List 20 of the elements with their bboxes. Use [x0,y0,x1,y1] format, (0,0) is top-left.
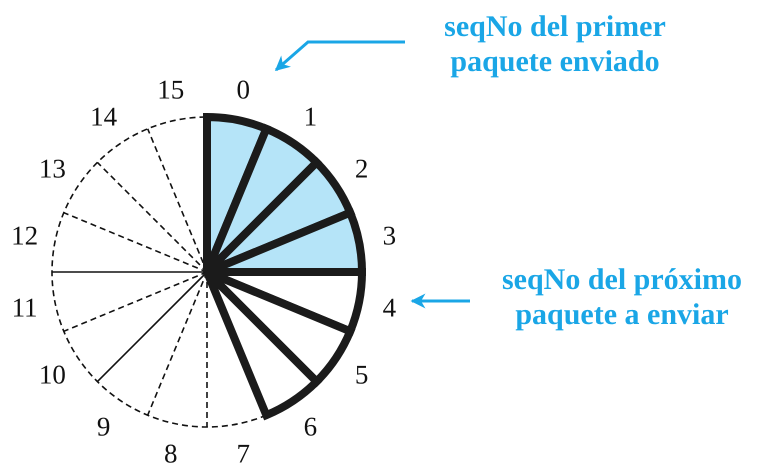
sequence-number: 14 [90,104,118,131]
sequence-number: 0 [236,76,250,104]
sequence-number: 1 [304,104,318,131]
callout-text: seqNo del primer paquete enviado [405,10,705,79]
sequence-number: 8 [164,440,178,467]
sequence-number: 13 [38,155,66,182]
sequence-number: 6 [304,413,318,440]
sequence-number: 4 [382,294,396,322]
sequence-number: 5 [354,362,368,389]
sequence-number: 7 [236,440,250,467]
sequence-number: 10 [38,362,66,389]
sequence-number: 3 [382,222,396,250]
sequence-number: 12 [11,222,38,250]
callout-text: seqNo del próximo paquete a enviar [468,263,776,332]
callout-arrow [410,294,470,308]
sequence-number: 15 [157,76,184,104]
sequence-number: 2 [354,155,368,182]
sequence-number: 9 [96,413,110,440]
callout-arrow [274,40,405,72]
sequence-number: 11 [12,294,38,322]
